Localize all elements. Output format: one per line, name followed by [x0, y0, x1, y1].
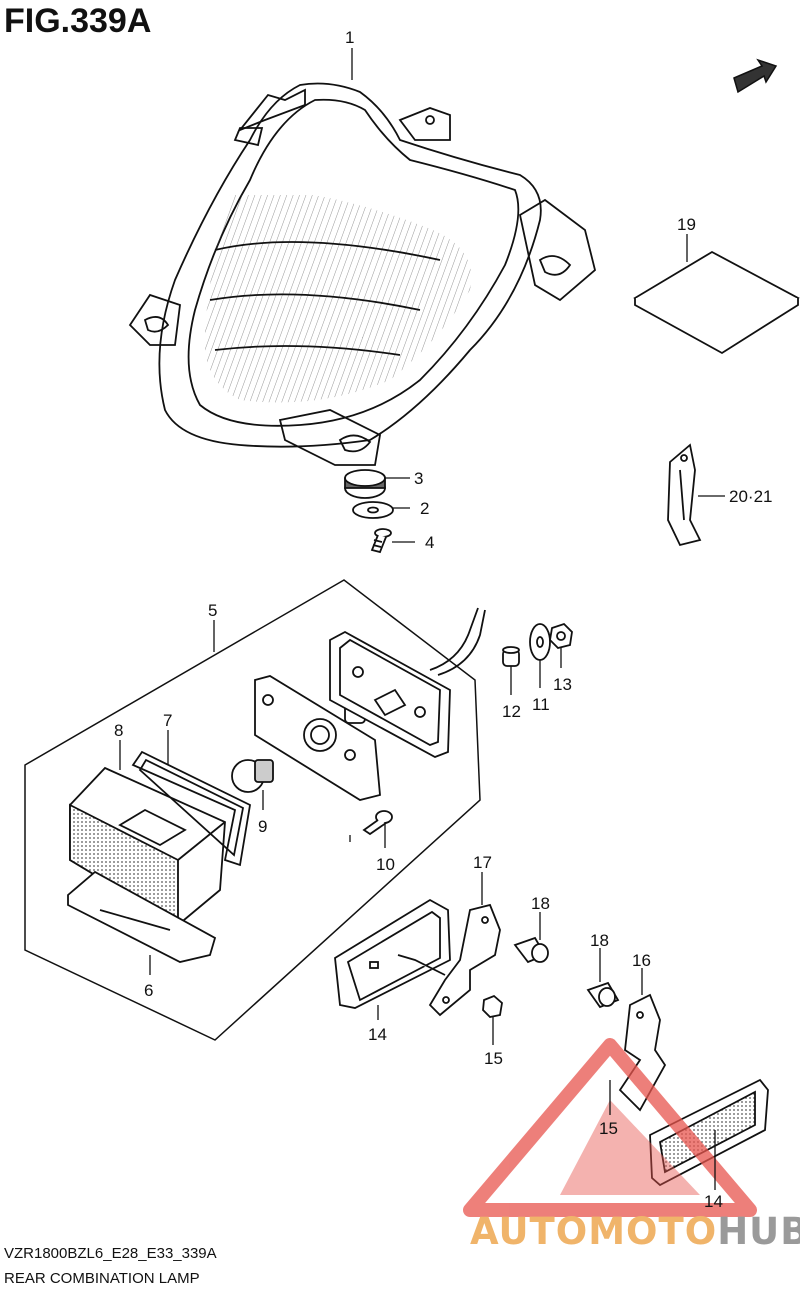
model-code: VZR1800BZL6_E28_E33_339A [4, 1245, 217, 1262]
license-lamp-assembly-box [24, 579, 481, 1041]
washer [352, 501, 394, 519]
callout-5: 5 [208, 601, 217, 620]
callout-20-21: 20·21 [729, 487, 772, 506]
nut [549, 622, 573, 649]
figure-caption: REAR COMBINATION LAMP [4, 1270, 200, 1287]
tail-lamp-housing [128, 82, 597, 466]
callout-10: 10 [376, 855, 395, 874]
figure-title: FIG.339A [4, 2, 152, 40]
lens-gasket [131, 750, 251, 867]
bulb [231, 759, 274, 793]
callout-18-upper: 18 [531, 894, 550, 913]
leader-lines [119, 48, 725, 1190]
callout-18-lower: 18 [590, 931, 609, 950]
reflector-right [649, 1078, 769, 1187]
washer-large [529, 623, 551, 661]
cover-plate [67, 870, 217, 963]
callout-1: 1 [345, 28, 354, 47]
license-lamp-lens [69, 766, 226, 927]
lamp-socket-housing [254, 675, 381, 801]
callout-14-left: 14 [368, 1025, 387, 1044]
lamp-seal-plate [329, 607, 486, 758]
screw-small [362, 810, 393, 836]
bracket-right [618, 993, 667, 1112]
callout-3: 3 [414, 469, 423, 488]
callout-11: 11 [532, 695, 550, 714]
spacer-collar [502, 646, 520, 667]
callout-2: 2 [420, 499, 429, 518]
callout-19: 19 [677, 215, 696, 234]
brand-part2: HUB [717, 1210, 800, 1253]
grommet [344, 469, 386, 499]
callout-labels: 1 3 2 4 19 20·21 5 8 7 9 10 6 12 11 13 1… [114, 28, 772, 1211]
watermark-brand: AUTOMOTOHUB [470, 1210, 800, 1253]
clamp [667, 443, 702, 547]
callout-17: 17 [473, 853, 492, 872]
brand-part1: AUTOMOTO [470, 1210, 718, 1253]
callout-8: 8 [114, 721, 123, 740]
screw [370, 528, 392, 554]
callout-14-right: 14 [704, 1192, 723, 1211]
nut-lower [482, 994, 503, 1018]
reflector-left [334, 898, 451, 1009]
callout-13: 13 [553, 675, 572, 694]
bolt-lower [586, 981, 620, 1009]
pad [633, 250, 800, 355]
front-direction-arrow-icon [733, 58, 778, 94]
callout-15-left: 15 [484, 1049, 503, 1068]
callout-9: 9 [258, 817, 267, 836]
bracket-left [397, 903, 501, 1017]
callout-12: 12 [502, 702, 521, 721]
callout-16: 16 [632, 951, 651, 970]
callout-7: 7 [163, 711, 172, 730]
watermark-logo-icon [463, 1038, 757, 1217]
callout-4: 4 [425, 533, 434, 552]
callout-6: 6 [144, 981, 153, 1000]
callout-15-right: 15 [599, 1119, 618, 1138]
bolt-upper [513, 936, 549, 964]
